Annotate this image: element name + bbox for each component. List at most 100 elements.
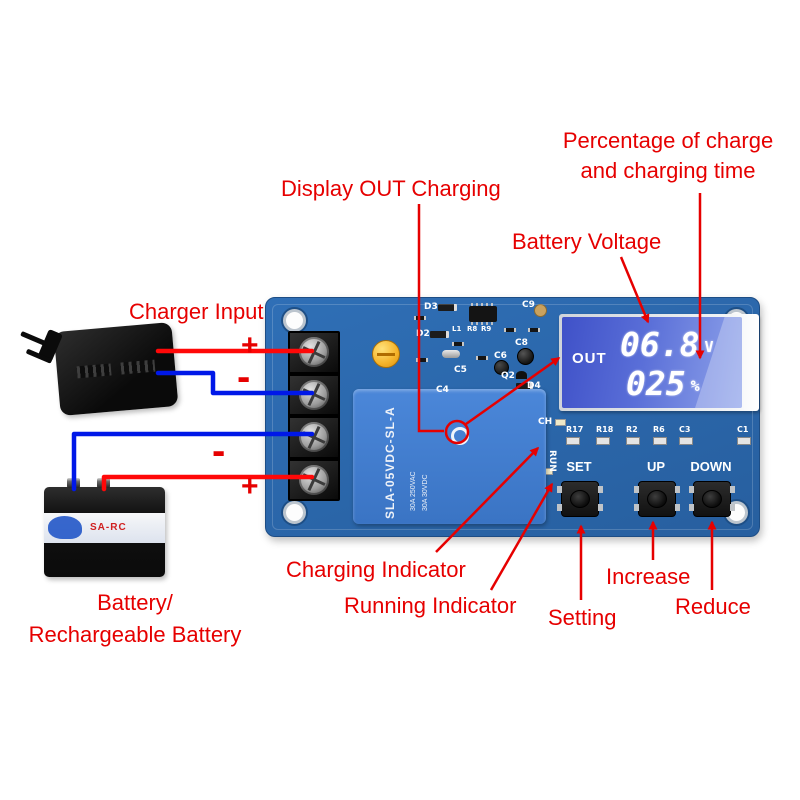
resistor	[679, 437, 693, 445]
smd-component	[528, 328, 540, 332]
mounting-hole	[283, 309, 306, 332]
silkscreen-label-d3: D3	[424, 302, 438, 312]
reduce-annotation: Reduce	[675, 594, 751, 619]
silkscreen-label-c3: C3	[679, 425, 691, 434]
silkscreen-label-l1: L1	[452, 325, 462, 333]
smd-component	[452, 342, 464, 346]
running-led-label: RUN	[547, 450, 557, 472]
plug-prong	[20, 330, 47, 347]
terminal-screw	[299, 379, 329, 410]
battery-negative-terminal	[67, 478, 80, 488]
battery-annotation-line1: Battery/	[97, 590, 173, 615]
lcd-out-indicator: OUT	[572, 350, 607, 367]
charging-indicator-annotation: Charging Indicator	[286, 557, 466, 582]
capacitor-c9	[534, 304, 547, 317]
terminal-screw	[299, 464, 329, 495]
silkscreen-label-r2: R2	[626, 425, 638, 434]
screw-terminal-block	[288, 331, 340, 501]
silkscreen-label-c9: C9	[522, 300, 535, 310]
charger-input-annotation: Charger Input	[129, 299, 264, 324]
battery-label: SA-RC	[44, 513, 165, 543]
silkscreen-label-q2: Q2	[501, 371, 515, 381]
percentage-annotation-line1: Percentage of charge	[562, 128, 774, 153]
trimmer-capacitor	[372, 340, 400, 368]
voltage-digits: 06.8	[620, 325, 700, 364]
relay-spec-text: 30A 30VDC	[422, 474, 429, 511]
capacitor-c8	[517, 348, 534, 365]
smd-component	[416, 358, 428, 362]
terminal-charger-minus	[289, 374, 339, 415]
smd-component	[504, 328, 516, 332]
battery-label-logo	[48, 516, 82, 539]
resistor	[737, 437, 751, 445]
smd-component	[476, 356, 488, 360]
transistor-q2	[516, 371, 527, 379]
silkscreen-label-r6: R6	[653, 425, 665, 434]
silkscreen-label-c5: C5	[454, 365, 467, 375]
terminal-battery-minus	[289, 417, 339, 458]
diode-d2	[430, 331, 449, 338]
percent-unit: %	[690, 377, 700, 395]
pcb-board: D3 C9 D2 L1 R8 R9 C8 C5 C6 Q2 D4 C4 R17 …	[265, 297, 760, 537]
terminal-charger-plus	[289, 332, 339, 373]
silkscreen-label-c4: C4	[436, 385, 449, 395]
down-button	[689, 481, 735, 517]
terminal-screw	[299, 337, 329, 368]
silkscreen-label-c8: C8	[515, 338, 528, 348]
charger-adapter	[20, 322, 179, 416]
relay-vent-hole	[451, 427, 469, 445]
resistor	[596, 437, 610, 445]
set-button-label: SET	[566, 459, 592, 474]
battery-voltage-annotation: Battery Voltage	[512, 229, 662, 254]
resistor	[566, 437, 580, 445]
silkscreen-label-c1: C1	[737, 425, 749, 434]
percent-digits: 025	[626, 364, 686, 403]
set-button	[557, 481, 603, 517]
battery-plus-sign: +	[241, 470, 259, 503]
relay-model-text: SLA-05VDC-SL-A	[383, 406, 397, 519]
diode-d3	[438, 304, 457, 311]
battery-positive-terminal	[97, 478, 110, 488]
setting-annotation: Setting	[548, 605, 617, 630]
voltage-unit: V	[704, 338, 714, 356]
display-out-annotation: Display OUT Charging	[281, 176, 501, 201]
charging-led-label: CH	[538, 417, 553, 427]
percentage-annotation: Percentage of charge and charging time	[550, 126, 786, 186]
battery: SA-RC	[44, 478, 165, 577]
running-indicator-annotation: Running Indicator	[344, 593, 517, 618]
charger-minus-sign: -	[237, 355, 251, 399]
silkscreen-label-r18: R18	[596, 425, 614, 434]
increase-annotation: Increase	[606, 564, 691, 589]
silkscreen-label-r17: R17	[566, 425, 584, 434]
battery-annotation-line2: Rechargeable Battery	[28, 622, 242, 647]
crystal	[442, 350, 460, 358]
ic-chip	[469, 303, 497, 325]
battery-minus-sign: -	[212, 429, 226, 473]
resistor	[653, 437, 667, 445]
charging-led	[555, 419, 566, 426]
battery-label-text: SA-RC	[90, 522, 127, 533]
button-cap	[570, 490, 590, 508]
relay: SLA-05VDC-SL-A 30A 250VAC 30A 30VDC	[353, 389, 546, 524]
silkscreen-label-c6: C6	[494, 351, 507, 361]
mounting-hole	[283, 501, 306, 524]
terminal-battery-plus	[289, 459, 339, 500]
smd-component	[414, 316, 426, 320]
lcd-percent-value: 025%	[626, 367, 700, 400]
terminal-screw	[299, 422, 329, 453]
silkscreen-label-d2: D2	[416, 329, 430, 339]
silkscreen-label-r9: R9	[481, 325, 492, 333]
charger-vents	[120, 359, 156, 375]
relay-spec-text: 30A 250VAC	[410, 471, 417, 511]
charger-vents	[76, 363, 112, 379]
percentage-annotation-line2: and charging time	[580, 158, 756, 183]
silkscreen-label-r8: R8	[467, 325, 478, 333]
down-button-label: DOWN	[690, 459, 732, 474]
button-cap	[702, 490, 722, 508]
up-button-label: UP	[646, 459, 666, 474]
silkscreen-label-d4: D4	[527, 381, 541, 391]
